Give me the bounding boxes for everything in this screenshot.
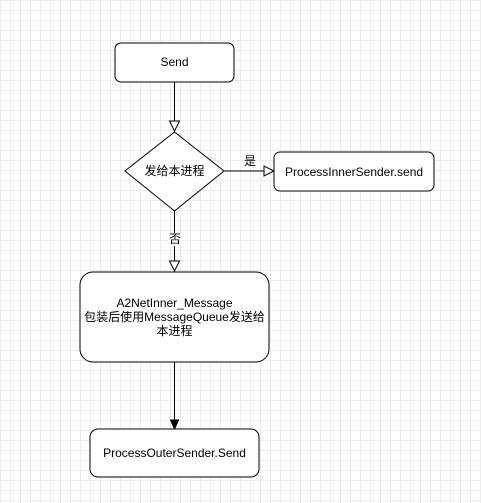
- filled-arrowhead-outer: [169, 419, 180, 431]
- inner-sender-label: ProcessInnerSender.send: [284, 165, 424, 179]
- inner-sender-node[interactable]: [273, 151, 435, 192]
- wrap-message-line-2: 包装后使用MessageQueue发送给: [84, 310, 265, 324]
- wrap-message-line-3: 本进程: [156, 324, 193, 338]
- open-arrowhead-wrap: [168, 260, 181, 273]
- wrap-message-label: A2NetInner_Message 包装后使用MessageQueue发送给 …: [80, 296, 269, 338]
- send-label: Send: [160, 55, 189, 69]
- no-edge-label: 否: [168, 232, 183, 246]
- open-arrowhead-decision: [168, 120, 181, 133]
- decision-label: 发给本进程: [144, 164, 205, 178]
- outer-sender-label: ProcessOuterSender.Send: [103, 446, 246, 460]
- open-arrowhead-inner: [263, 165, 276, 177]
- yes-edge-label: 是: [243, 154, 258, 168]
- wrap-message-line-1: A2NetInner_Message: [116, 296, 233, 310]
- outer-sender-node[interactable]: [89, 428, 260, 478]
